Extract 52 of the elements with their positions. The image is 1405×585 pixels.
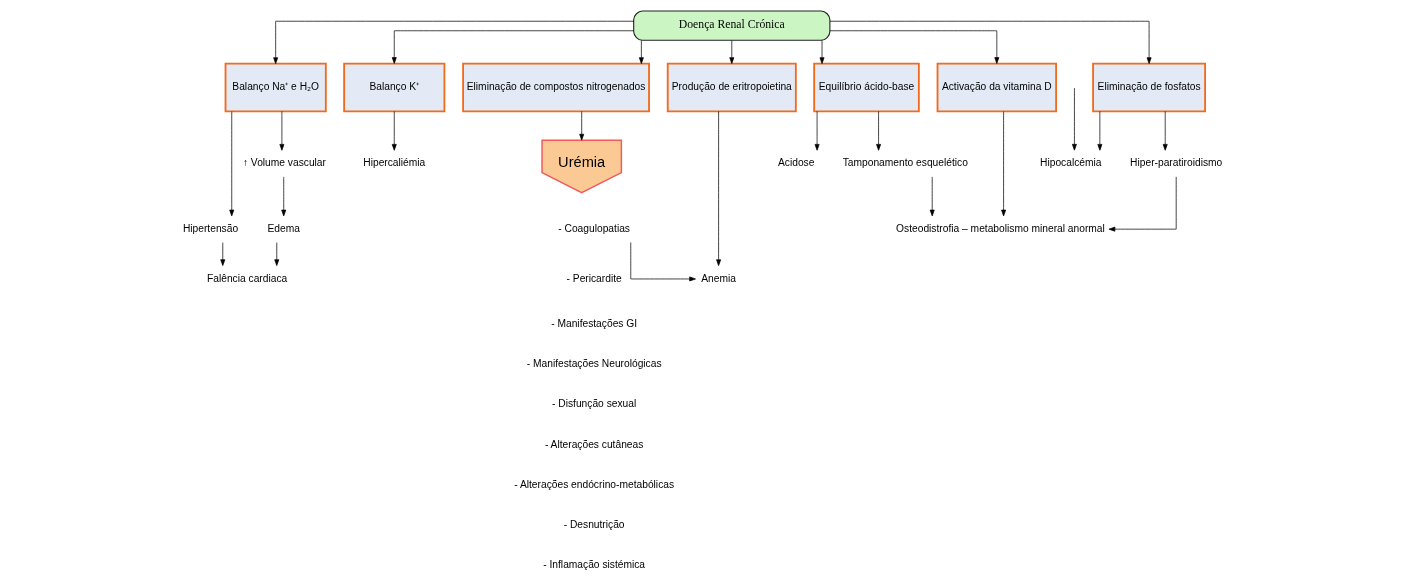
label: - Manifestações GI [551, 317, 638, 329]
arrow [579, 111, 585, 141]
arrow [1001, 111, 1006, 217]
node-text: Hiper-paratiroidismo [1130, 157, 1223, 169]
label: - Desnutrição [563, 519, 625, 531]
node-text: Tamponamento esquelético [842, 157, 968, 169]
node-box: Balanço Na⁺ e H₂O [224, 62, 327, 113]
label: - Alterações cutâneas [544, 438, 644, 450]
label: - Pericardite [566, 272, 622, 284]
node-text: ↑ Volume vascular [242, 157, 326, 169]
label: - Disfunção sexual [552, 398, 637, 410]
node-text: Acidose [778, 157, 815, 169]
node-box: Eliminação de compostos nitrogenados [462, 62, 650, 113]
arrow [1097, 111, 1103, 151]
node-box: Activação da vitamina D [936, 62, 1058, 113]
arrow [716, 111, 722, 266]
arrow [729, 39, 735, 64]
arrow [274, 242, 280, 266]
arrow [829, 20, 1152, 64]
arrow [391, 111, 397, 151]
arrow [220, 242, 226, 266]
arrow [279, 111, 285, 151]
node-box: Produção de eritropoietina [666, 62, 797, 113]
arrow [638, 39, 644, 64]
arrow [229, 111, 235, 217]
node-text: Falência cardiaca [207, 272, 288, 284]
node-text: Osteodistrofia – metabolismo mineral anormal [896, 222, 1105, 234]
node-text: Hipocalcémia [1040, 157, 1102, 169]
arrow [1072, 87, 1077, 151]
node-text: Anemia [701, 272, 736, 284]
arrow [391, 30, 634, 64]
arrow [814, 111, 820, 151]
arrow [829, 30, 1000, 64]
arrow [876, 111, 881, 151]
arrow [1108, 176, 1177, 232]
node-box: Doença Renal Crónica [633, 10, 831, 41]
label: - Manifestações Neurológicas [526, 357, 662, 369]
arrow [630, 242, 696, 282]
node-text: - Coagulopatias [558, 222, 630, 234]
label: - Inflamação sistémica [543, 559, 646, 571]
node-text: Hipercaliémia [363, 157, 426, 169]
node-text: Edema [267, 222, 300, 234]
arrow [1162, 111, 1168, 151]
arrow [273, 20, 635, 64]
arrow [819, 39, 825, 64]
arrow [929, 176, 935, 217]
node-text: Hipertensão [182, 222, 239, 234]
arrow [281, 176, 287, 217]
node-box: Equilíbrio ácido-base [813, 62, 920, 113]
node-box: Eliminação de fosfatos [1092, 62, 1207, 113]
node-box: Balanço K⁺ [343, 62, 446, 113]
label: - Alterações endócrino-metabólicas [514, 478, 675, 490]
